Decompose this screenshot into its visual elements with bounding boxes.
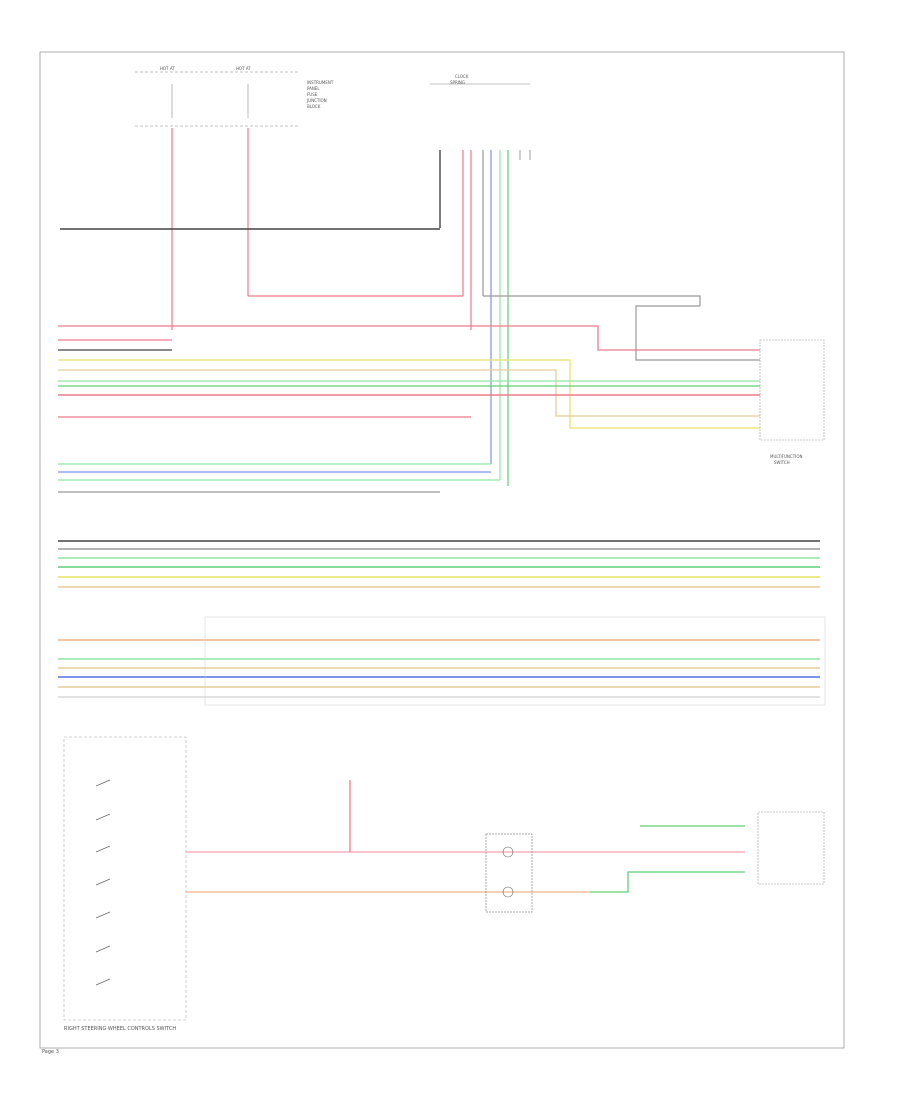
clock-spring-pins — [439, 150, 531, 486]
svg-text:CLOCK: CLOCK — [455, 74, 469, 79]
gray-relay-wire-2 — [635, 305, 760, 361]
steering-wheel-switch-box — [63, 736, 187, 1021]
svg-text:PANEL: PANEL — [307, 86, 320, 91]
svg-text:BLOCK: BLOCK — [307, 104, 321, 109]
body-control-module-box — [757, 811, 825, 885]
module-label: RIGHT STEERING WHEEL CONTROLS SWITCH — [64, 1026, 176, 1032]
bottom-wires — [186, 780, 745, 893]
page-footer: Page 3 — [42, 1049, 59, 1055]
svg-text:MULTIFUNCTION: MULTIFUNCTION — [770, 454, 802, 459]
svg-text:SWITCH: SWITCH — [774, 460, 790, 465]
svg-text:JUNCTION: JUNCTION — [306, 98, 327, 103]
diagram-frame — [39, 51, 845, 1049]
switch-contacts — [95, 779, 111, 986]
svg-text:HOT AT: HOT AT — [160, 66, 175, 71]
mid-harness — [58, 325, 760, 493]
connector-bracket — [204, 616, 826, 706]
bus-lines — [58, 540, 820, 698]
svg-text:INSTRUMENT: INSTRUMENT — [307, 80, 334, 85]
svg-text:FUSE: FUSE — [307, 92, 318, 97]
top-connectors — [135, 71, 530, 127]
fuse-box-labels: HOT AT HOT AT INSTRUMENT PANEL FUSE JUNC… — [160, 66, 469, 109]
svg-text:HOT AT: HOT AT — [236, 66, 251, 71]
svg-text:SPRING: SPRING — [450, 80, 465, 85]
gray-relay-wire — [483, 295, 701, 306]
clock-spring-box — [485, 833, 533, 913]
right-module-box — [759, 339, 825, 441]
